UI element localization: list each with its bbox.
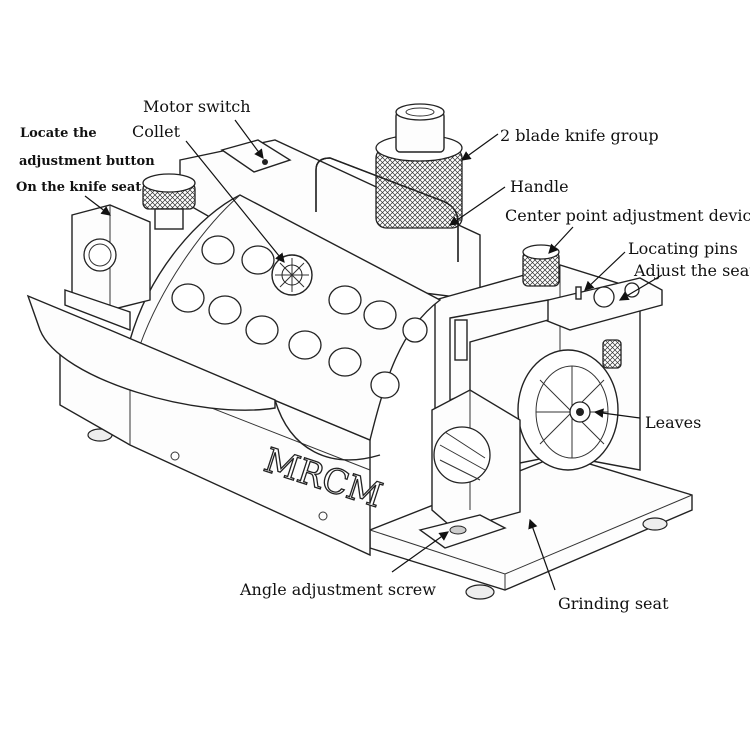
tray-wire (274, 399, 381, 461)
label-motor-switch: Motor switch (143, 97, 251, 116)
label-locate-line2: adjustment button (19, 154, 155, 169)
front-tray (26, 294, 276, 411)
label-knife-group: 2 blade knife group (500, 126, 659, 145)
knife-group (375, 103, 463, 229)
label-adjust-seat: Adjust the seat (633, 261, 750, 280)
label-grinding-seat: Grinding seat (558, 594, 669, 613)
label-locate-line1: Locate the (20, 126, 97, 141)
knife-seat-left (64, 204, 151, 332)
label-locating-pins: Locating pins (628, 239, 738, 258)
cover-holes (171, 235, 428, 399)
center-point-knob (522, 244, 560, 287)
grinding-wheel-leaves (517, 339, 622, 471)
foot-front-right (642, 517, 668, 531)
label-angle-screw: Angle adjustment screw (239, 580, 436, 599)
collet (271, 254, 313, 296)
machine-illustration: MRCM (26, 103, 693, 600)
label-locate-line3: On the knife seat (16, 180, 141, 195)
label-leaves: Leaves (645, 413, 701, 432)
label-center-point: Center point adjustment device (505, 206, 750, 225)
callout-labels: Motor switch Collet Locate the adjustmen… (16, 97, 750, 613)
label-handle: Handle (510, 177, 569, 196)
locate-adjustment-knob (142, 173, 196, 230)
foot-front-left (465, 584, 495, 600)
angle-screw (449, 525, 467, 535)
leader-lines (84, 119, 663, 591)
label-collet: Collet (132, 122, 181, 141)
